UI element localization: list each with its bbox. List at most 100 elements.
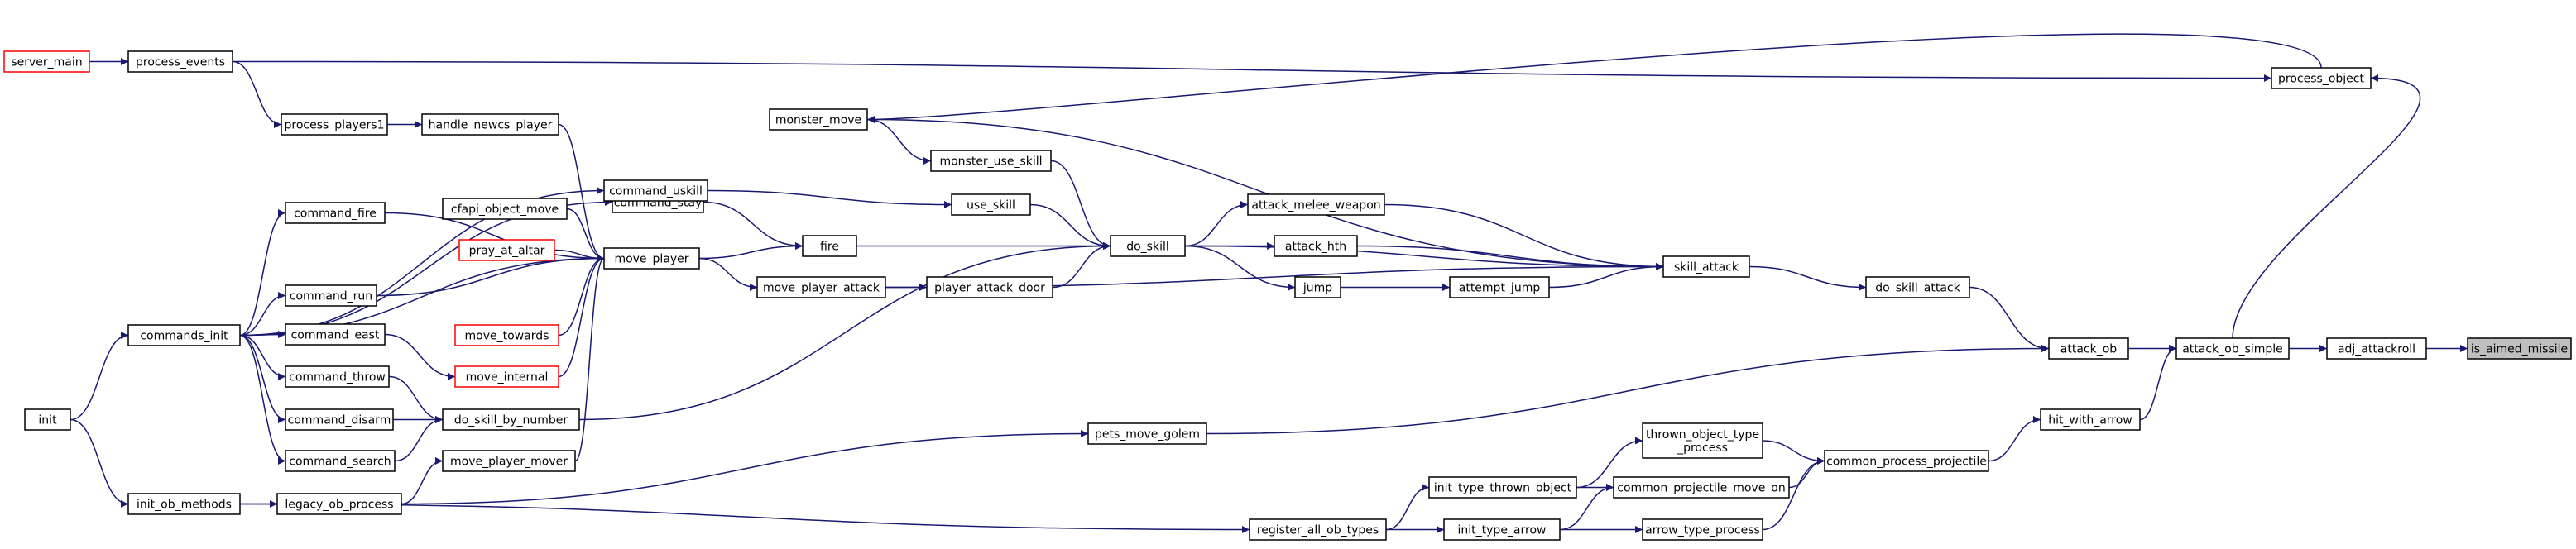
node-label: player_attack_door — [934, 282, 1045, 295]
node-move-internal[interactable]: move_internal — [454, 365, 559, 388]
node-is-aimed-missile: is_aimed_missile — [2467, 337, 2572, 360]
node-command-search[interactable]: command_search — [285, 450, 396, 472]
node-box — [2175, 337, 2290, 360]
node-move-towards[interactable]: move_towards — [454, 324, 559, 346]
node-init[interactable]: init — [24, 408, 71, 431]
node-pets-move-golem[interactable]: pets_move_golem — [1087, 422, 1207, 445]
node-box — [421, 113, 559, 136]
node-label: move_player_mover — [450, 456, 568, 469]
node-player-attack-door[interactable]: player_attack_door — [926, 276, 1053, 298]
node-command-uskill[interactable]: command_uskill — [603, 179, 708, 202]
node-cfapi-object-move[interactable]: cfapi_object_move — [442, 198, 568, 220]
node-server-main[interactable]: server_main — [3, 50, 90, 73]
node-box — [127, 50, 233, 73]
edge-command-uskill-to-use-skill — [707, 189, 952, 208]
node-monster-use-skill[interactable]: monster_use_skill — [930, 150, 1052, 172]
node-command-fire[interactable]: command_fire — [285, 202, 386, 224]
node-label: command_search — [289, 456, 391, 469]
node-box — [1865, 276, 1970, 298]
edge-attempt-jump-to-skill-attack — [1548, 263, 1664, 289]
node-command-throw[interactable]: command_throw — [285, 365, 390, 388]
node-box — [1642, 422, 1763, 459]
node-box — [442, 408, 580, 431]
node-do-skill-by-number[interactable]: do_skill_by_number — [442, 408, 580, 431]
edge-do-skill-attack-to-attack-ob — [1969, 286, 2050, 352]
node-process-events[interactable]: process_events — [127, 50, 233, 73]
node-label: init_ob_methods — [137, 499, 232, 512]
node-label: command_fire — [294, 208, 377, 221]
node-move-player[interactable]: move_player — [603, 247, 700, 270]
node-attempt-jump[interactable]: attempt_jump — [1449, 276, 1550, 298]
node-pray-at-altar[interactable]: pray_at_altar — [458, 239, 555, 261]
node-register-all-ob-types[interactable]: register_all_ob_types — [1249, 518, 1387, 541]
node-attack-melee-weapon[interactable]: attack_melee_weapon — [1247, 193, 1385, 216]
node-box — [926, 276, 1053, 298]
edge-commands-init-to-command-disarm — [239, 334, 286, 423]
node-handle-newcs-player[interactable]: handle_newcs_player — [421, 113, 559, 136]
edge-move-internal-to-move-player — [558, 255, 605, 378]
node-box — [127, 493, 241, 515]
node-move-player-mover[interactable]: move_player_mover — [442, 450, 576, 472]
node-init-ob-methods[interactable]: init_ob_methods — [127, 493, 241, 515]
edge-skill-attack-to-do-skill-attack — [1749, 265, 1867, 291]
node-label: attack_ob_simple — [2182, 343, 2283, 356]
node-command-run[interactable]: command_run — [285, 284, 377, 307]
node-thrown-object-type-process[interactable]: thrown_object_type_process — [1642, 422, 1763, 459]
edge-hit-with-arrow-to-attack-ob-simple — [2139, 345, 2177, 421]
node-process-players1[interactable]: process_players1 — [281, 113, 388, 136]
node-arrow-type-process[interactable]: arrow_type_process — [1642, 518, 1763, 541]
node-skill-attack[interactable]: skill_attack — [1662, 255, 1750, 278]
node-command-east[interactable]: command_east — [285, 323, 386, 346]
node-init-type-arrow[interactable]: init_type_arrow — [1443, 518, 1561, 541]
node-box — [1662, 255, 1750, 278]
node-box — [458, 239, 555, 261]
node-label: process_object — [2278, 73, 2364, 86]
edge-process-events-to-process-players1 — [232, 60, 282, 128]
node-attack-ob[interactable]: attack_ob — [2048, 337, 2129, 360]
node-label: arrow_type_process — [1645, 524, 1760, 537]
node-box — [1642, 518, 1763, 541]
node-label: use_skill — [967, 199, 1015, 212]
node-init-type-thrown-object[interactable]: init_type_thrown_object — [1428, 476, 1577, 499]
node-do-skill[interactable]: do_skill — [1110, 235, 1186, 257]
edge-process-events-to-process-object — [232, 60, 2272, 82]
node-adj-attackroll[interactable]: adj_attackroll — [2326, 337, 2427, 360]
node-commands-init[interactable]: commands_init — [127, 324, 241, 346]
node-box — [127, 324, 241, 346]
node-common-process-projectile[interactable]: common_process_projectile — [1824, 450, 1989, 472]
node-label: is_aimed_missile — [2471, 343, 2568, 356]
node-box — [2467, 337, 2572, 360]
node-label: move_player_attack — [763, 282, 880, 295]
edge-command-stay-to-fire — [703, 201, 804, 250]
edge-command-throw-to-do-skill-by-number — [388, 375, 444, 423]
nodes-layer: is_aimed_missileadj_attackrollattack_ob_… — [3, 50, 2572, 541]
node-attack-hth[interactable]: attack_hth — [1274, 235, 1358, 257]
edge-common-projectile-move-on-to-common-process-projectile — [1788, 457, 1825, 489]
edge-thrown-object-type-process-to-common-process-projectile — [1762, 440, 1825, 465]
node-fire[interactable]: fire — [802, 235, 857, 257]
node-jump[interactable]: jump — [1294, 276, 1341, 298]
node-box — [442, 198, 568, 220]
node-box — [285, 284, 377, 307]
node-do-skill-attack[interactable]: do_skill_attack — [1865, 276, 1970, 298]
node-legacy-ob-process[interactable]: legacy_ob_process — [276, 493, 402, 515]
node-common-projectile-move-on[interactable]: common_projectile_move_on — [1613, 476, 1790, 499]
edge-monster-use-skill-to-do-skill — [1050, 160, 1111, 250]
node-label: monster_use_skill — [939, 155, 1042, 169]
node-move-player-attack[interactable]: move_player_attack — [756, 276, 886, 298]
node-box — [2271, 67, 2372, 89]
edge-do-skill-to-attack-melee-weapon — [1184, 201, 1249, 247]
node-label: command_run — [290, 290, 372, 303]
node-label: _process — [1677, 442, 1728, 455]
node-command-disarm[interactable]: command_disarm — [285, 408, 394, 431]
node-box — [285, 408, 394, 431]
edge-do-skill-by-number-to-do-skill — [578, 242, 1111, 421]
edge-command-search-to-do-skill-by-number — [394, 416, 444, 462]
node-attack-ob-simple[interactable]: attack_ob_simple — [2175, 337, 2290, 360]
node-monster-move[interactable]: monster_move — [769, 108, 868, 131]
node-box — [769, 108, 868, 131]
edge-commands-init-to-command-search — [239, 334, 286, 465]
node-use-skill[interactable]: use_skill — [951, 193, 1031, 216]
node-process-object[interactable]: process_object — [2271, 67, 2372, 89]
node-hit-with-arrow[interactable]: hit_with_arrow — [2040, 408, 2141, 431]
